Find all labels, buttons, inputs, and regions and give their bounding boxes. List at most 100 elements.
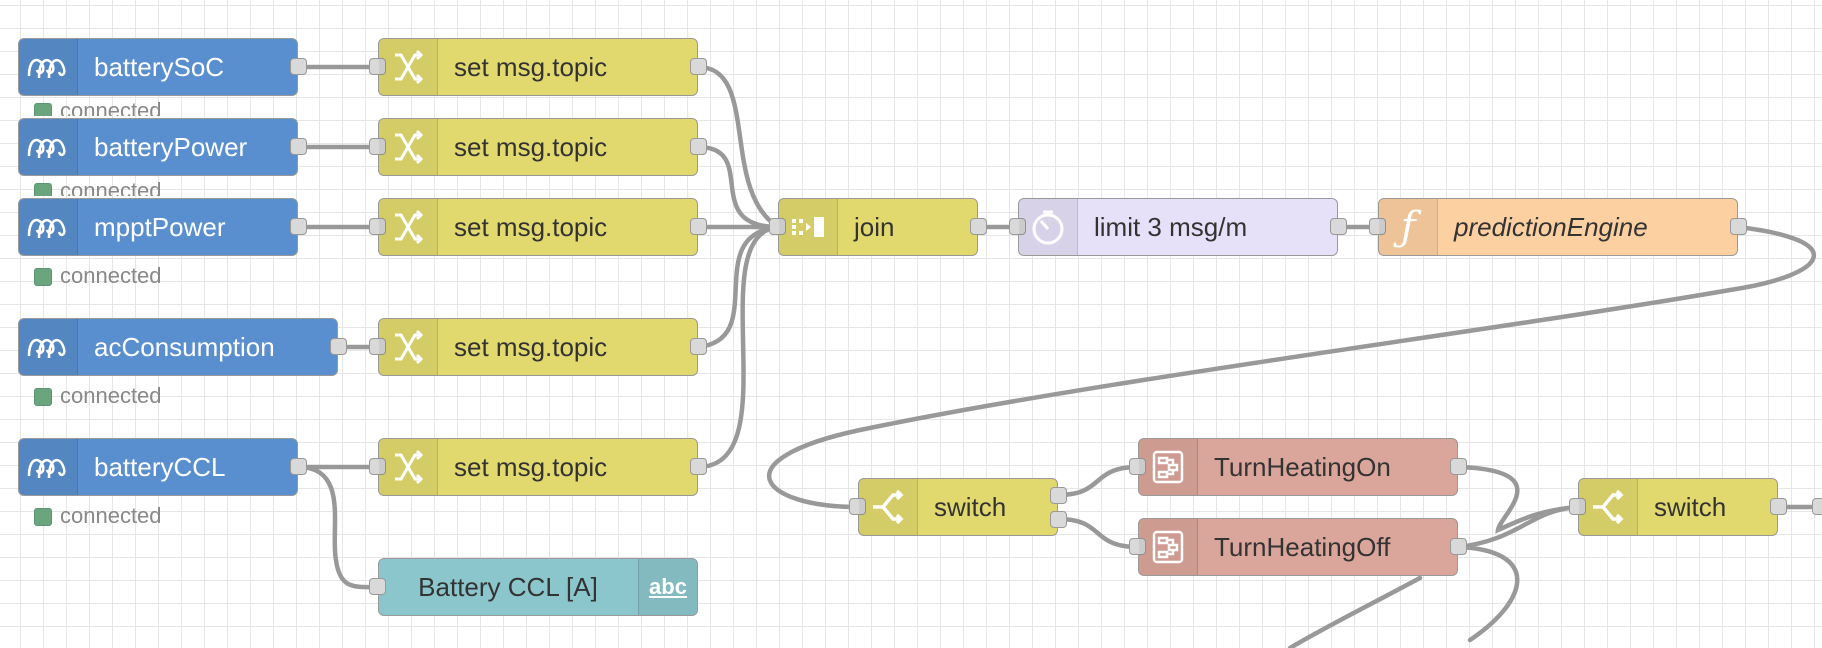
output-port[interactable]: [1450, 538, 1467, 555]
node-turn-heating-on[interactable]: TurnHeatingOn: [1129, 438, 1467, 496]
output-port[interactable]: [1330, 218, 1347, 235]
node-prediction-engine[interactable]: ƒ predictionEngine: [1369, 198, 1747, 256]
input-port[interactable]: [769, 218, 786, 235]
node-label: set msg.topic: [454, 52, 608, 82]
node-status: connected: [34, 180, 162, 196]
node-battery-ccl-text[interactable]: Battery CCL [A] abc: [369, 558, 698, 616]
node-label: set msg.topic: [454, 332, 608, 362]
input-port[interactable]: [1129, 458, 1146, 475]
output-port-2[interactable]: [1050, 511, 1067, 528]
output-port[interactable]: [690, 338, 707, 355]
node-label: batteryCCL: [94, 452, 226, 482]
output-port[interactable]: [690, 138, 707, 155]
node-label: mpptPower: [94, 212, 226, 242]
node-join[interactable]: join: [769, 198, 987, 256]
output-port[interactable]: [290, 218, 307, 235]
node-label: set msg.topic: [454, 132, 608, 162]
function-icon: ƒ: [1379, 199, 1438, 255]
wire: [695, 224, 781, 350]
abc-text-icon: abc: [638, 559, 697, 615]
output-port[interactable]: [1450, 458, 1467, 475]
input-port[interactable]: [369, 338, 386, 355]
node-limit-rate[interactable]: limit 3 msg/m: [1009, 198, 1347, 256]
status-dot-icon: [34, 183, 52, 196]
node-label: batterySoC: [94, 52, 225, 82]
victron-icon: [19, 119, 78, 175]
node-change-set-topic[interactable]: set msg.topic: [369, 318, 707, 376]
input-port[interactable]: [369, 458, 386, 475]
output-port[interactable]: [290, 458, 307, 475]
node-change-set-topic[interactable]: set msg.topic: [369, 438, 707, 496]
node-status: connected: [34, 264, 162, 288]
node-label: TurnHeatingOff: [1214, 532, 1391, 562]
node-status: connected: [34, 504, 162, 528]
output-port[interactable]: [690, 458, 707, 475]
input-port[interactable]: [1369, 218, 1386, 235]
node-batteryccl[interactable]: batteryCCL: [18, 438, 307, 496]
output-port[interactable]: [1730, 218, 1747, 235]
switch-icon: [859, 479, 918, 535]
output-port[interactable]: [290, 138, 307, 155]
node-label: predictionEngine: [1454, 212, 1648, 242]
shuffle-icon: [379, 39, 438, 95]
input-port[interactable]: [1569, 498, 1586, 515]
wire: [695, 144, 781, 230]
wire: [1287, 575, 1423, 648]
wire: [295, 464, 381, 590]
input-port[interactable]: [369, 218, 386, 235]
node-change-set-topic[interactable]: set msg.topic: [369, 38, 707, 96]
output-port[interactable]: [970, 218, 987, 235]
node-batterypower[interactable]: batteryPower: [18, 118, 307, 176]
shuffle-icon: [379, 439, 438, 495]
shuffle-icon: [379, 319, 438, 375]
join-icon: [779, 199, 838, 255]
node-mpptpower[interactable]: mpptPower: [18, 198, 307, 256]
wire: [1455, 464, 1581, 534]
node-label: switch: [1654, 492, 1727, 522]
output-port[interactable]: [330, 338, 347, 355]
timer-icon: [1019, 199, 1078, 255]
node-label: batteryPower: [94, 132, 248, 162]
node-label: set msg.topic: [454, 452, 608, 482]
output-port[interactable]: [1770, 498, 1787, 515]
status-dot-icon: [34, 268, 52, 286]
wire: [1055, 464, 1141, 498]
victron-icon: [19, 199, 78, 255]
input-port[interactable]: [369, 58, 386, 75]
output-port-1[interactable]: [1050, 487, 1067, 504]
shuffle-icon: [379, 199, 438, 255]
node-status: connected: [34, 384, 162, 408]
status-dot-icon: [34, 508, 52, 526]
input-port[interactable]: [369, 138, 386, 155]
input-port[interactable]: [1129, 538, 1146, 555]
victron-icon: [19, 439, 78, 495]
node-label: acConsumption: [94, 332, 275, 362]
node-change-set-topic[interactable]: set msg.topic: [369, 118, 707, 176]
wire: [695, 64, 781, 230]
node-switch[interactable]: switch: [849, 478, 1067, 536]
wire: [767, 224, 1816, 510]
output-port[interactable]: [690, 58, 707, 75]
node-label: TurnHeatingOn: [1214, 452, 1391, 482]
wire: [1455, 544, 1520, 643]
node-acconsumption[interactable]: acConsumption: [18, 318, 347, 376]
victron-icon: [19, 319, 78, 375]
input-port[interactable]: [369, 578, 386, 595]
offscreen-node-input-port[interactable]: [1812, 498, 1822, 515]
node-batterysoc[interactable]: batterySoC: [18, 38, 307, 96]
node-change-set-topic[interactable]: set msg.topic: [369, 198, 707, 256]
switch-icon: [1579, 479, 1638, 535]
status-dot-icon: [34, 103, 52, 116]
output-port[interactable]: [690, 218, 707, 235]
wire: [695, 224, 781, 470]
subflow-icon: [1139, 519, 1198, 575]
node-switch[interactable]: switch: [1569, 478, 1787, 536]
node-label: limit 3 msg/m: [1094, 212, 1248, 242]
status-dot-icon: [34, 388, 52, 406]
node-turn-heating-off[interactable]: TurnHeatingOff: [1129, 518, 1467, 576]
input-port[interactable]: [1009, 218, 1026, 235]
input-port[interactable]: [849, 498, 866, 515]
node-label: switch: [934, 492, 1007, 522]
output-port[interactable]: [290, 58, 307, 75]
